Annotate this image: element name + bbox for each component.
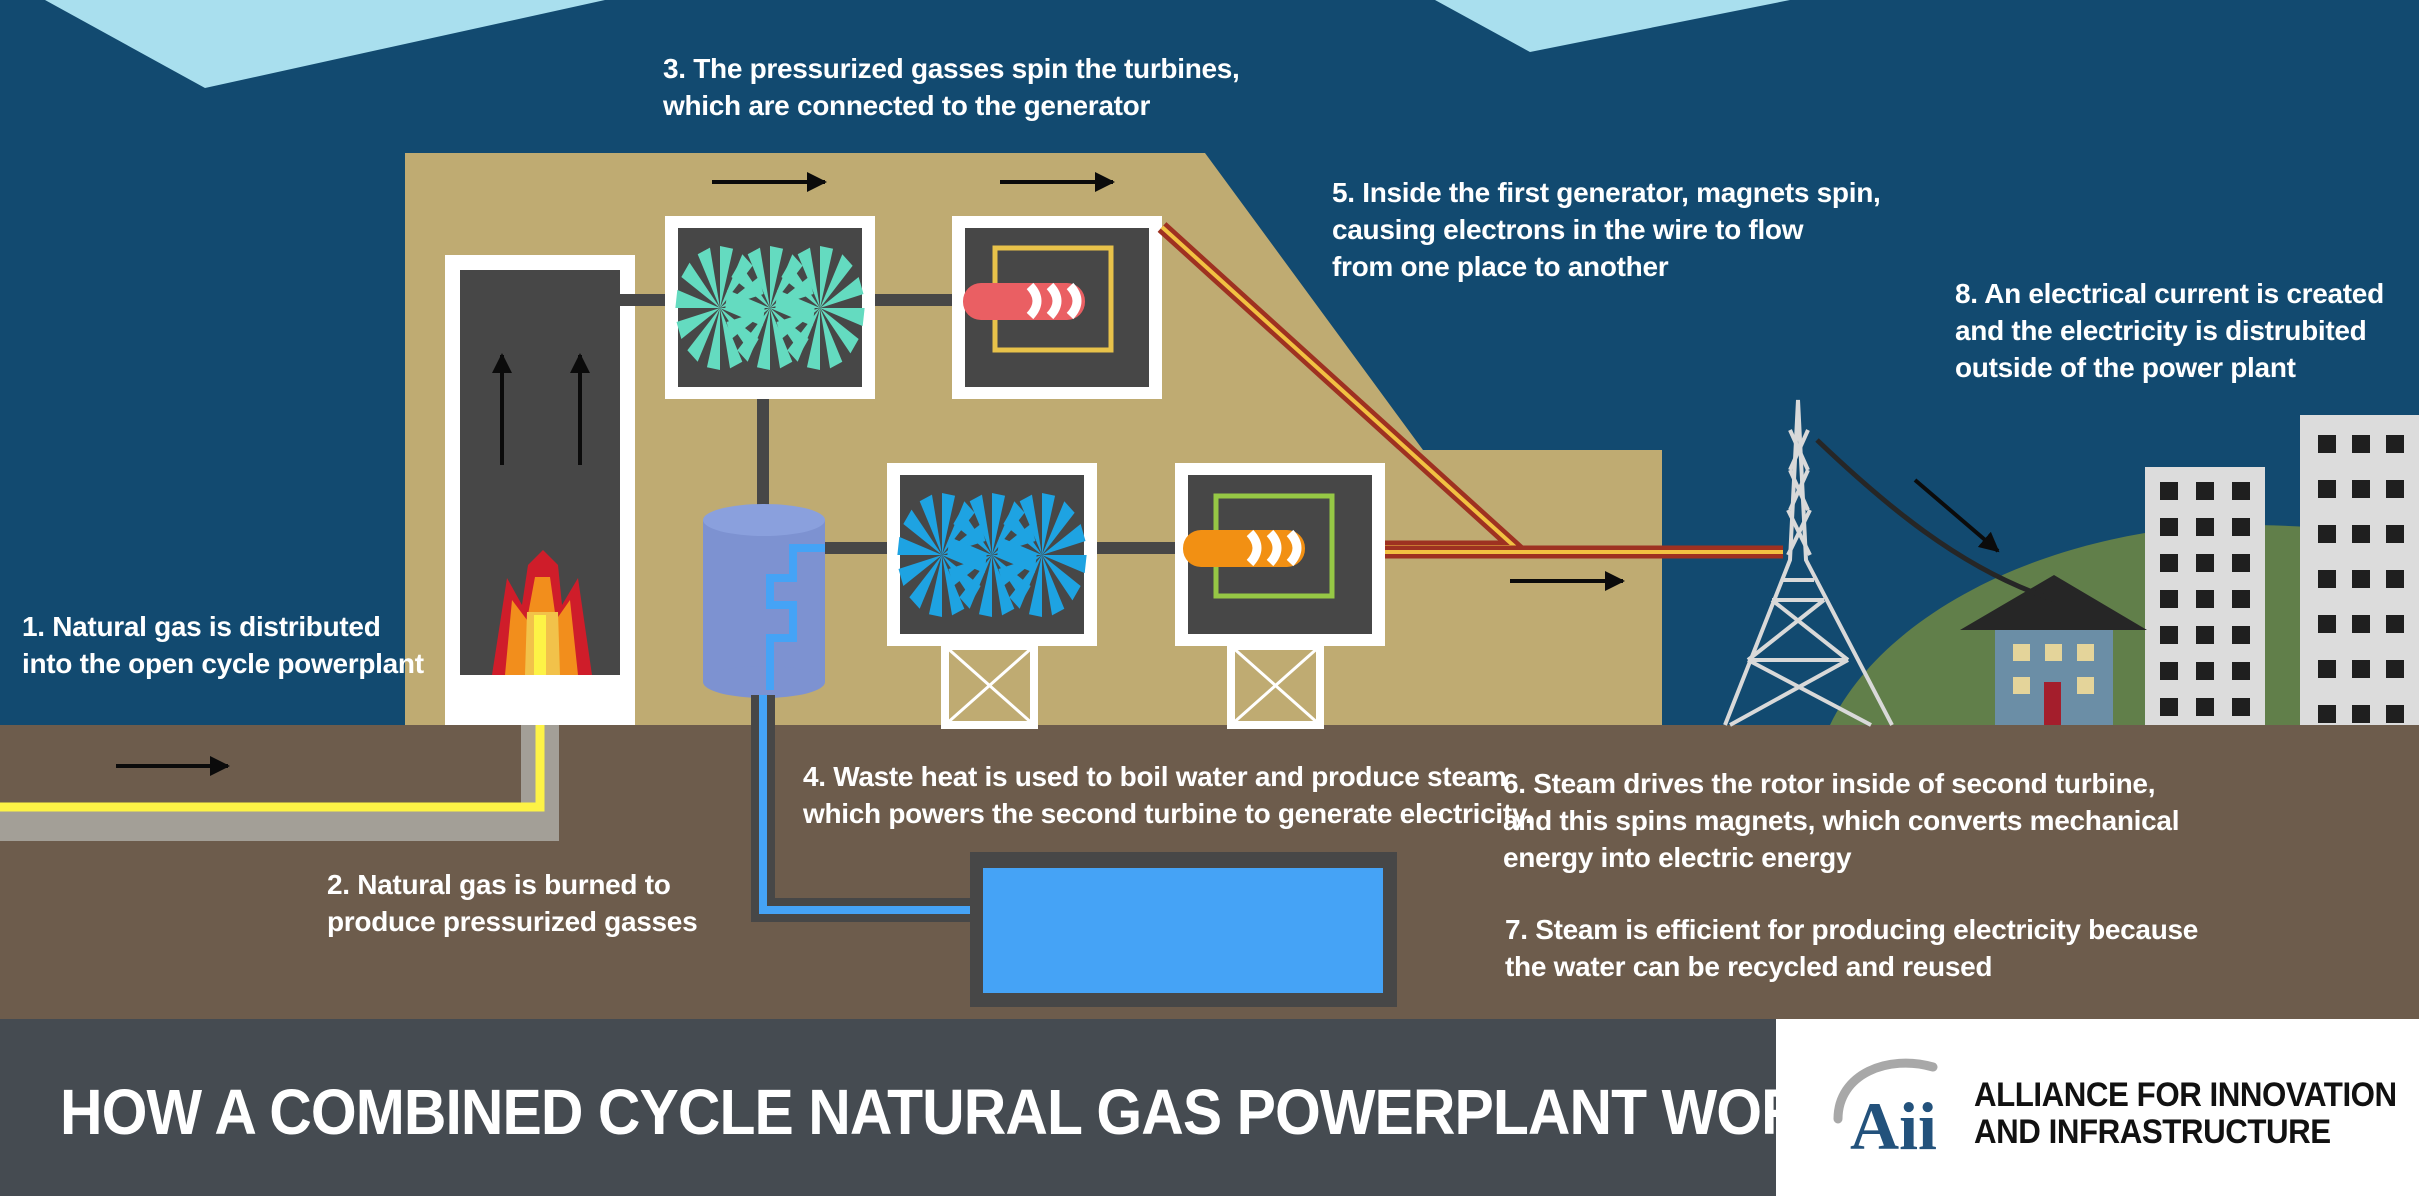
arrow-icon [1913, 478, 2000, 553]
turbine-blade [731, 262, 770, 308]
turbine-blade [1042, 501, 1075, 555]
turbine-blade [903, 509, 942, 555]
turbine-blade [919, 494, 942, 555]
turbine-blade [697, 247, 720, 308]
transmission-cable [1815, 438, 2056, 603]
power-wire [1157, 222, 1783, 559]
turbine-blade [1028, 555, 1042, 617]
step-4-label: 4. Waste heat is used to boil water and … [803, 761, 1533, 829]
turbine-blade [959, 555, 992, 609]
turbine-blade [720, 246, 734, 308]
skyscraper-icon [2145, 467, 2265, 725]
turbine-blade [897, 536, 942, 555]
logo-name: ALLIANCE FOR INNOVATION AND INFRASTRUCTU… [1974, 1076, 2397, 1151]
turbine-blade [687, 308, 720, 362]
step-6-label: 6. Steam drives the rotor inside of seco… [1503, 768, 2180, 873]
logo-area: Aii ALLIANCE FOR INNOVATION AND INFRASTR… [1776, 1019, 2419, 1196]
support-stand [941, 642, 1038, 729]
turbine-blade [928, 555, 942, 617]
step-8-label: 8. An electrical current is created and … [1955, 278, 2384, 383]
cloud-right [1435, 0, 1790, 52]
turbine-blade [1042, 555, 1087, 574]
powerplant-scene [0, 0, 2419, 1019]
turbine-blade [948, 555, 992, 586]
turbine-blade [992, 493, 1006, 555]
turbine-blade [681, 262, 720, 308]
turbine-blade [820, 308, 843, 369]
turbine-blade [725, 289, 770, 308]
turbine-blade [942, 493, 956, 555]
step-1-label: 1. Natural gas is distributed into the o… [22, 611, 424, 679]
generator-icon [952, 216, 1162, 399]
water-pipe-inner [759, 695, 985, 914]
footer-banner: HOW A COMBINED CYCLE NATURAL GAS POWERPL… [0, 1019, 1884, 1196]
turbine-blade [820, 308, 859, 354]
turbine-blade [675, 289, 720, 308]
turbine-blade [756, 308, 770, 370]
turbine-blade [1042, 555, 1065, 616]
turbine-icon [887, 463, 1097, 646]
turbine-blade [806, 308, 820, 370]
cloud-left [45, 0, 605, 88]
logo-icon: Aii [1833, 1058, 1938, 1164]
page-title: HOW A COMBINED CYCLE NATURAL GAS POWERPL… [60, 1076, 1884, 1148]
transmission-tower-icon [1723, 399, 1894, 727]
turbine-blade [1042, 524, 1086, 555]
turbine-blade [775, 289, 820, 308]
support-stand [1227, 642, 1324, 729]
turbine-blade [1003, 509, 1042, 555]
step-2-label: 2. Natural gas is burned to produce pres… [327, 869, 698, 937]
turbine-blade [969, 494, 992, 555]
turbine-blade [898, 555, 942, 586]
turbine-blade [1042, 493, 1056, 555]
turbine-blade [997, 536, 1042, 555]
generator-icon [1175, 463, 1385, 646]
turbine-blade [737, 308, 770, 362]
turbine-blade [953, 509, 992, 555]
turbine-blade [820, 308, 865, 327]
turbine-blade [770, 246, 784, 308]
turbine-blade [726, 308, 770, 339]
house-icon [1960, 575, 2147, 725]
step-5-label: 5. Inside the first generator, magnets s… [1332, 177, 1881, 282]
turbine-blade [706, 308, 720, 370]
turbine-blade [1042, 555, 1081, 601]
turbine-blade [1009, 555, 1042, 609]
svg-text:Aii: Aii [1850, 1088, 1937, 1164]
turbine-blade [820, 277, 864, 308]
step-3-label: 3. The pressurized gasses spin the turbi… [663, 53, 1240, 121]
turbine-blade [820, 246, 834, 308]
flame-icon [492, 550, 592, 675]
turbine-blade [947, 536, 992, 555]
boiler-tank [703, 504, 825, 698]
turbine-blade [776, 308, 820, 339]
step-7-label: 7. Steam is efficient for producing elec… [1505, 914, 2199, 982]
turbine-blade [978, 555, 992, 617]
turbine-blade [797, 247, 820, 308]
turbine-blade [747, 247, 770, 308]
turbine-blade [909, 555, 942, 609]
water-reservoir [970, 852, 1397, 1007]
skyscraper-icon [2300, 415, 2419, 725]
turbine-blade [820, 254, 853, 308]
turbine-blade [998, 555, 1042, 586]
turbine-blade [781, 262, 820, 308]
turbine-icon [665, 216, 875, 399]
turbine-blade [676, 308, 720, 339]
turbine-blade [787, 308, 820, 362]
turbine-blade [1019, 494, 1042, 555]
